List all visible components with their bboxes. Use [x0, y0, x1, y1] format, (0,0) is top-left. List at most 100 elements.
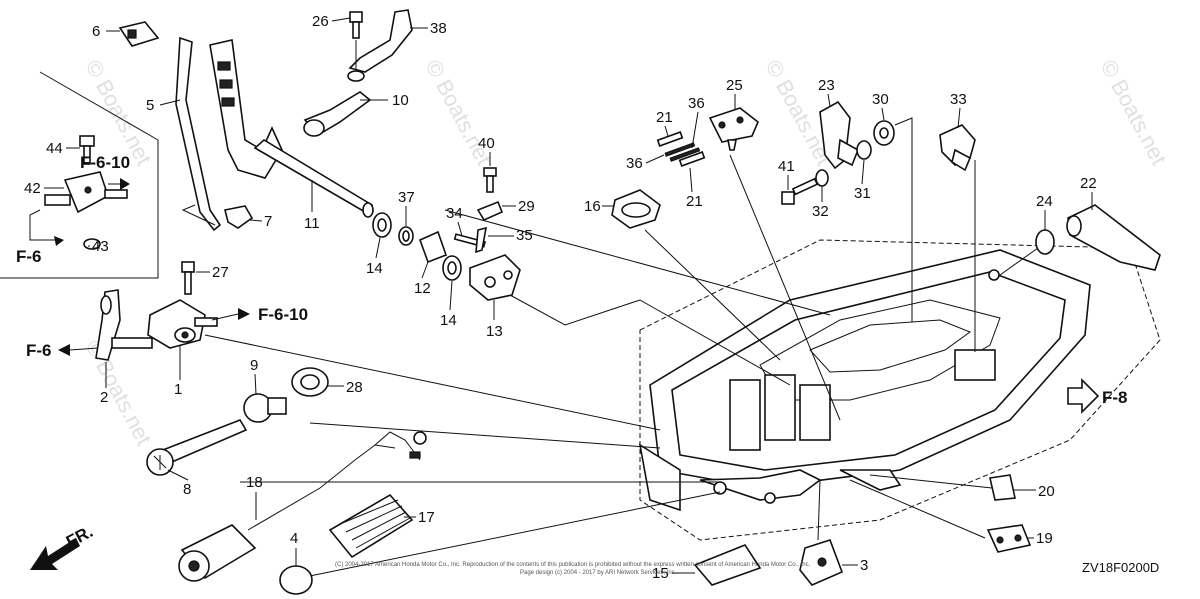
callout: 9: [250, 357, 258, 374]
arrow-icon: [54, 236, 64, 246]
callout: 1: [174, 381, 182, 398]
part-30-washer: [873, 120, 895, 146]
part-2-lever: [95, 289, 153, 361]
callout: 31: [854, 185, 871, 202]
leader-line: [861, 159, 865, 185]
part-14-bushing-2: [442, 255, 462, 281]
leader-line: [449, 280, 453, 311]
arrow-line: [69, 347, 99, 351]
callout: 28: [346, 379, 363, 396]
part-17-boot: [328, 493, 414, 559]
leader-line: [254, 373, 257, 395]
part-37-ring: [398, 226, 414, 246]
arrow-line: [211, 313, 239, 321]
part-4-cap: [279, 565, 313, 595]
leader-line: [457, 221, 463, 237]
callout: 14: [366, 260, 383, 277]
watermark: © Boats.net: [421, 56, 497, 170]
leader-line: [664, 125, 669, 137]
inset-arrows: [29, 209, 55, 241]
callout: 14: [440, 312, 457, 329]
part-11-throttle-arm: [209, 39, 374, 218]
callout: 32: [812, 203, 829, 220]
leader-line: [827, 93, 831, 107]
callout: 26: [312, 13, 329, 30]
leader-line: [645, 154, 665, 164]
callout: 43: [92, 238, 109, 255]
callout: 21: [656, 109, 673, 126]
part-36-spring: [664, 142, 701, 162]
copyright-footer: (C) 2004-2017 American Honda Motor Co., …: [335, 562, 811, 568]
part-28-nut: [291, 367, 329, 397]
inset-boundary: [0, 71, 159, 279]
callout: 16: [584, 198, 601, 215]
callout: 8: [183, 481, 191, 498]
part-19-clip: [986, 524, 1032, 553]
callout: 27: [212, 264, 229, 281]
part-33-cap: [939, 124, 976, 172]
callout: 44: [46, 140, 63, 157]
callout: 10: [392, 92, 409, 109]
leader-line: [957, 107, 961, 129]
leader-lines: [204, 117, 1039, 579]
callout: 12: [414, 280, 431, 297]
leader-line: [167, 469, 189, 481]
leader-line: [421, 261, 429, 279]
arrow-right-icon: [1067, 378, 1100, 414]
leader-line: [881, 107, 885, 121]
diagram-code: ZV18F0200D: [1082, 560, 1159, 575]
part-24-plug: [1035, 229, 1055, 255]
ref-f-6-10-mid: F-6-10: [258, 305, 308, 324]
callout: 23: [818, 77, 835, 94]
callout: 13: [486, 323, 503, 340]
front-direction: FR.: [30, 522, 96, 570]
part-27-screw: [181, 261, 195, 295]
callout: 41: [778, 158, 795, 175]
ref-f-6-10-top: F-6-10: [80, 153, 130, 172]
part-26-bolt: [349, 11, 363, 39]
lower-cover: [638, 239, 1161, 541]
callout: 42: [24, 180, 41, 197]
part-23-arm: [819, 100, 860, 170]
callout: 29: [518, 198, 535, 215]
callout: 30: [872, 91, 889, 108]
callout: 36: [626, 155, 643, 172]
part-9-grommet: [243, 393, 287, 423]
part-20-cap: [989, 474, 1016, 501]
part-15-damper: [693, 544, 762, 586]
part-25-bracket: [708, 107, 759, 151]
part-38-bracket: [347, 9, 413, 82]
leader-line: [691, 111, 699, 149]
part-42-valve: [44, 171, 128, 214]
part-29-clip: [476, 200, 504, 222]
callout: 3: [860, 557, 868, 574]
leader-line: [375, 237, 381, 259]
callout: 20: [1038, 483, 1055, 500]
callout: 11: [304, 215, 320, 232]
callout: 24: [1036, 193, 1053, 210]
callout: 19: [1036, 530, 1053, 547]
callout: 6: [92, 23, 100, 40]
callout: 17: [418, 509, 435, 526]
part-13-block: [469, 254, 521, 301]
callout: 4: [290, 530, 298, 547]
ref-f-6-left: F-6: [16, 247, 42, 266]
ref-f-6-mid: F-6: [26, 341, 52, 360]
part-8-shaft: [146, 419, 248, 476]
callout: 15: [652, 565, 669, 582]
ref-f-8: F-8: [1102, 388, 1128, 407]
callout: 21: [686, 193, 703, 210]
leader-line: [249, 219, 263, 222]
callout: 7: [264, 213, 272, 230]
callout: 25: [726, 77, 743, 94]
callout: 35: [516, 227, 533, 244]
part-5-link-rod: [175, 36, 222, 232]
leader-line: [689, 167, 693, 193]
callout: 38: [430, 20, 447, 37]
callout: 36: [688, 95, 705, 112]
part-32-washer: [815, 169, 829, 187]
leader-line: [331, 17, 351, 22]
part-10-lever: [303, 91, 372, 137]
callout: 33: [950, 91, 967, 108]
part-14-bushing: [372, 212, 392, 238]
